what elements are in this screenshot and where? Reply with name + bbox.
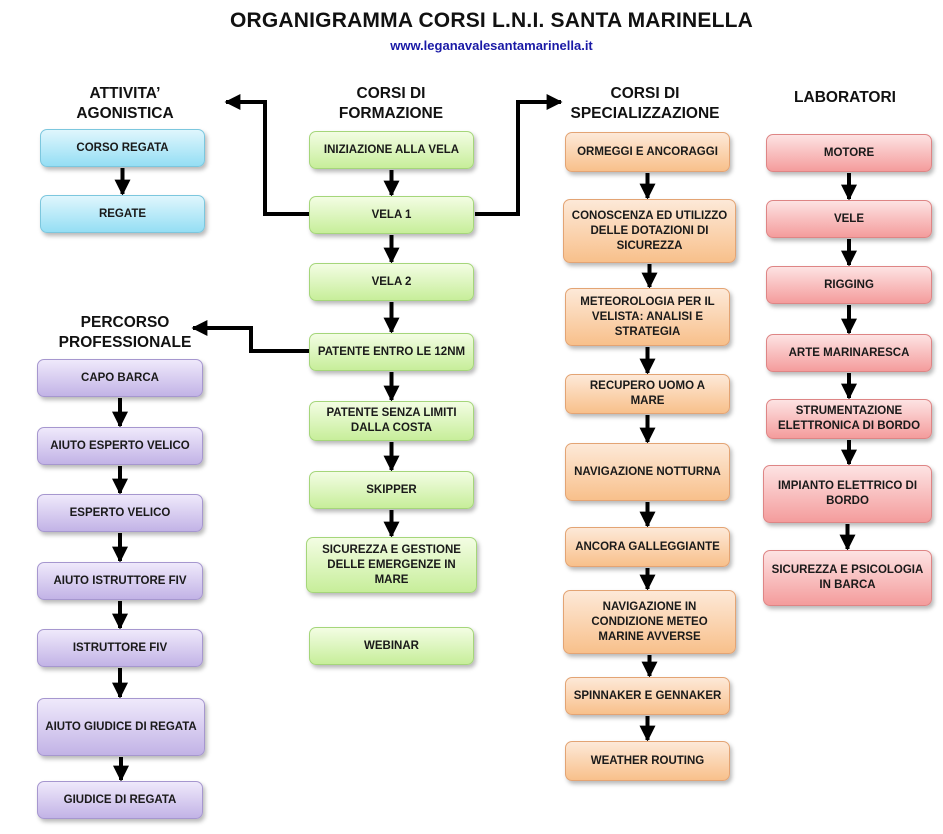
arrow-patente-to-professionale — [191, 320, 309, 353]
laboratori-box-motore[interactable]: MOTORE — [766, 134, 932, 172]
formazione-box-sicurezza-e-gestione-delle-emergenze-in-mare[interactable]: SICUREZZA E GESTIONE DELLE EMERGENZE IN … — [306, 537, 477, 593]
professionale-box-giudice-di-regata[interactable]: GIUDICE DI REGATA — [37, 781, 203, 819]
specializzazione-box-navigazione-in-condizione-meteo-marine-avverse[interactable]: NAVIGAZIONE IN CONDIZIONE METEO MARINE A… — [563, 590, 736, 654]
formazione-box-webinar[interactable]: WEBINAR — [309, 627, 474, 665]
arrow-vela1-to-specializzazione — [475, 94, 563, 216]
specializzazione-box-spinnaker-e-gennaker[interactable]: SPINNAKER E GENNAKER — [565, 677, 730, 715]
specializzazione-box-navigazione-notturna[interactable]: NAVIGAZIONE NOTTURNA — [565, 443, 730, 501]
professionale-box-esperto-velico[interactable]: ESPERTO VELICO — [37, 494, 203, 532]
agonistica-box-corso-regata[interactable]: CORSO REGATA — [40, 129, 205, 167]
formazione-box-vela-1[interactable]: VELA 1 — [309, 196, 474, 234]
laboratori-box-strumentazione-elettronica-di-bordo[interactable]: STRUMENTAZIONE ELETTRONICA DI BORDO — [766, 399, 932, 439]
agonistica-box-regate[interactable]: REGATE — [40, 195, 205, 233]
professionale-box-istruttore-fiv[interactable]: ISTRUTTORE FIV — [37, 629, 203, 667]
header-percorso-professionale: PERCORSO PROFESSIONALE — [58, 314, 192, 351]
chart-title: ORGANIGRAMMA CORSI L.N.I. SANTA MARINELL… — [229, 9, 754, 32]
formazione-box-patente-entro-le-12nm[interactable]: PATENTE ENTRO LE 12NM — [309, 333, 474, 371]
formazione-box-skipper[interactable]: SKIPPER — [309, 471, 474, 509]
professionale-box-aiuto-giudice-di-regata[interactable]: AIUTO GIUDICE DI REGATA — [37, 698, 205, 756]
arrow-vela1-to-agonistica — [224, 94, 309, 216]
header-attivita-agonistica: ATTIVITA’ AGONISTICA — [76, 85, 174, 122]
laboratori-box-sicurezza-e-psicologia-in-barca[interactable]: SICUREZZA E PSICOLOGIA IN BARCA — [763, 550, 932, 606]
specializzazione-box-meteorologia-per-il-velista-analisi-e-strategia[interactable]: METEOROLOGIA PER IL VELISTA: ANALISI E S… — [565, 288, 730, 346]
down-arrows — [112, 168, 857, 782]
laboratori-box-arte-marinaresca[interactable]: ARTE MARINARESCA — [766, 334, 932, 372]
professionale-box-aiuto-istruttore-fiv[interactable]: AIUTO ISTRUTTORE FIV — [37, 562, 203, 600]
specializzazione-box-ormeggi-e-ancoraggi[interactable]: ORMEGGI E ANCORAGGI — [565, 132, 730, 172]
header-corsi-formazione: CORSI DI FORMAZIONE — [338, 85, 444, 122]
header-laboratori: LABORATORI — [794, 89, 896, 106]
laboratori-box-impianto-elettrico-di-bordo[interactable]: IMPIANTO ELETTRICO DI BORDO — [763, 465, 932, 523]
specializzazione-box-ancora-galleggiante[interactable]: ANCORA GALLEGGIANTE — [565, 527, 730, 567]
header-corsi-specializzazione: CORSI DI SPECIALIZZAZIONE — [570, 85, 720, 122]
professionale-box-aiuto-esperto-velico[interactable]: AIUTO ESPERTO VELICO — [37, 427, 203, 465]
specializzazione-box-recupero-uomo-a-mare[interactable]: RECUPERO UOMO A MARE — [565, 374, 730, 414]
laboratori-box-rigging[interactable]: RIGGING — [766, 266, 932, 304]
specializzazione-box-conoscenza-ed-utilizzo-delle-dotazioni-di-sicurezza[interactable]: CONOSCENZA ED UTILIZZO DELLE DOTAZIONI D… — [563, 199, 736, 263]
professionale-box-capo-barca[interactable]: CAPO BARCA — [37, 359, 203, 397]
formazione-box-patente-senza-limiti-dalla-costa[interactable]: PATENTE SENZA LIMITI DALLA COSTA — [309, 401, 474, 441]
laboratori-box-vele[interactable]: VELE — [766, 200, 932, 238]
formazione-box-vela-2[interactable]: VELA 2 — [309, 263, 474, 301]
specializzazione-box-weather-routing[interactable]: WEATHER ROUTING — [565, 741, 730, 781]
formazione-box-iniziazione-alla-vela[interactable]: INIZIAZIONE ALLA VELA — [309, 131, 474, 169]
website-link[interactable]: www.leganavalesantamarinella.it — [390, 38, 593, 53]
